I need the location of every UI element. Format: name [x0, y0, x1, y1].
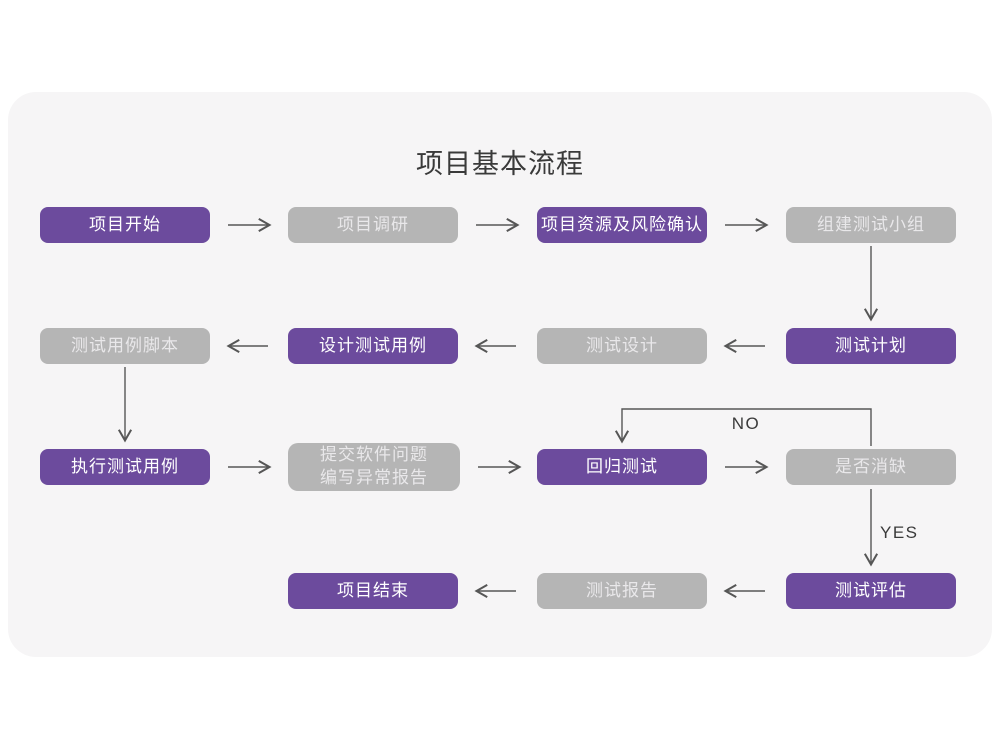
- yes-branch-label: YES: [880, 523, 919, 542]
- node-submit-issue-report: 提交软件问题 编写异常报告: [288, 443, 460, 491]
- node-execute-test-cases: 执行测试用例: [40, 449, 210, 485]
- node-project-start: 项目开始: [40, 207, 210, 243]
- page-title: 项目基本流程: [416, 149, 584, 179]
- node-regression-test: 回归测试: [537, 449, 707, 485]
- node-test-case-scripts: 测试用例脚本: [40, 328, 210, 364]
- node-project-research: 项目调研: [288, 207, 458, 243]
- node-build-test-team: 组建测试小组: [786, 207, 956, 243]
- node-design-test-cases: 设计测试用例: [288, 328, 458, 364]
- node-test-evaluation: 测试评估: [786, 573, 956, 609]
- node-project-end: 项目结束: [288, 573, 458, 609]
- flowchart-card: [8, 92, 992, 657]
- node-test-plan: 测试计划: [786, 328, 956, 364]
- node-test-report: 测试报告: [537, 573, 707, 609]
- node-defect-resolved: 是否消缺: [786, 449, 956, 485]
- no-branch-label: NO: [731, 414, 761, 433]
- node-resource-risk-confirm: 项目资源及风险确认: [537, 207, 707, 243]
- submit-issue-line2: 编写异常报告: [320, 468, 428, 487]
- node-test-design: 测试设计: [537, 328, 707, 364]
- submit-issue-line1: 提交软件问题: [320, 445, 428, 465]
